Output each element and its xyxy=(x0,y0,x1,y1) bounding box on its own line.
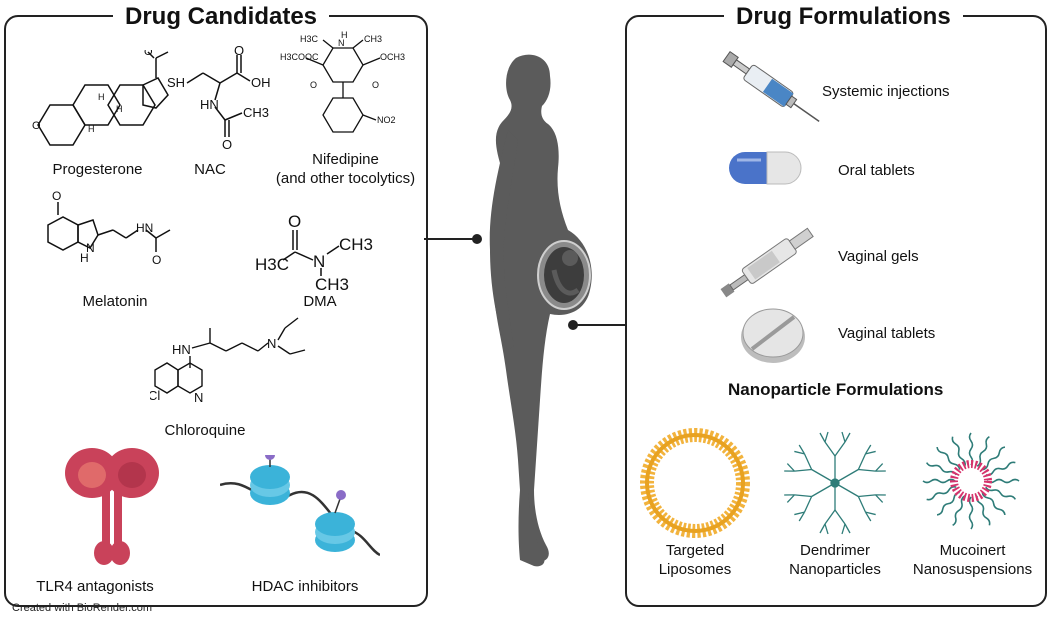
svg-text:CH3: CH3 xyxy=(315,275,349,290)
progesterone-structure: O O H H H xyxy=(28,50,173,150)
dma-structure: O H3C N CH3 CH3 xyxy=(255,210,375,290)
melatonin-structure: O HN H N O xyxy=(38,190,178,285)
svg-text:H: H xyxy=(80,251,89,265)
svg-text:N: N xyxy=(338,38,345,48)
svg-text:O: O xyxy=(288,212,301,231)
syringe-icon xyxy=(705,42,835,132)
svg-text:N: N xyxy=(86,241,95,255)
nifedipine-label: Nifedipine (and other tocolytics) xyxy=(275,151,416,187)
svg-text:CH3: CH3 xyxy=(364,34,382,44)
progesterone-label: Progesterone xyxy=(52,161,143,178)
svg-text:HN: HN xyxy=(172,342,191,357)
svg-text:Cl: Cl xyxy=(150,388,160,403)
svg-text:H: H xyxy=(98,92,105,102)
svg-text:O: O xyxy=(52,190,61,203)
liposome-icon xyxy=(640,428,750,538)
liposome-label: Targeted Liposomes xyxy=(658,542,732,578)
hdac-icon xyxy=(220,455,380,570)
nac-label: NAC xyxy=(194,161,226,178)
pregnant-woman-silhouette xyxy=(468,50,603,570)
oral-tablets-label: Oral tablets xyxy=(838,162,915,179)
systemic-injections-label: Systemic injections xyxy=(822,83,950,100)
dma-label: DMA xyxy=(303,293,337,310)
drug-candidates-title: Drug Candidates xyxy=(113,3,330,31)
biorender-credit: Created with BioRender.com xyxy=(12,602,153,614)
vaginal-gels-label: Vaginal gels xyxy=(838,248,919,265)
nanosuspension-icon xyxy=(915,425,1027,537)
tlr4-label: TLR4 antagonists xyxy=(36,578,154,595)
progesterone-o2-label: O xyxy=(144,50,153,58)
drug-candidates-panel xyxy=(4,15,428,607)
svg-text:O: O xyxy=(222,137,232,150)
dendrimer-label: Dendrimer Nanoparticles xyxy=(789,542,881,578)
svg-text:N: N xyxy=(267,336,276,351)
svg-text:N: N xyxy=(313,252,325,271)
svg-text:HN: HN xyxy=(136,221,153,235)
nifedipine-structure: H3C N H CH3 H3COOC OCH3 O O NO2 xyxy=(278,30,418,140)
nanosuspension-label: Mucoinert Nanosuspensions xyxy=(912,542,1033,578)
svg-text:H3C: H3C xyxy=(300,34,319,44)
svg-text:HN: HN xyxy=(200,97,219,112)
svg-text:CH3: CH3 xyxy=(339,235,373,254)
melatonin-label: Melatonin xyxy=(82,293,148,310)
dendrimer-icon xyxy=(780,428,890,538)
svg-text:H: H xyxy=(116,104,123,114)
nac-structure: SH O OH HN O CH3 xyxy=(165,45,275,150)
svg-text:H: H xyxy=(341,30,348,40)
svg-text:NO2: NO2 xyxy=(377,115,396,125)
vaginal-tablets-label: Vaginal tablets xyxy=(838,325,936,342)
tlr4-icon xyxy=(62,445,162,570)
svg-text:O: O xyxy=(234,45,244,58)
applicator-icon xyxy=(712,218,832,298)
nac-sh-label: SH xyxy=(167,75,185,90)
progesterone-o-label: O xyxy=(32,120,41,132)
svg-text:H: H xyxy=(88,124,95,134)
chloroquine-structure: HN N Cl N xyxy=(150,308,310,418)
svg-text:H3C: H3C xyxy=(255,255,289,274)
right-connector xyxy=(566,318,626,332)
left-connector xyxy=(424,232,484,246)
svg-text:H3COOC: H3COOC xyxy=(280,52,319,62)
svg-text:OCH3: OCH3 xyxy=(380,52,405,62)
nanoparticle-formulations-title: Nanoparticle Formulations xyxy=(728,380,944,399)
drug-formulations-title: Drug Formulations xyxy=(724,3,963,31)
tablet-icon xyxy=(738,305,808,365)
svg-text:O: O xyxy=(152,253,161,267)
svg-text:N: N xyxy=(194,390,203,405)
svg-text:CH3: CH3 xyxy=(243,105,269,120)
svg-text:O: O xyxy=(372,80,379,90)
svg-text:OH: OH xyxy=(251,75,271,90)
svg-text:O: O xyxy=(310,80,317,90)
capsule-icon xyxy=(725,148,805,188)
hdac-label: HDAC inhibitors xyxy=(251,578,359,595)
chloroquine-label: Chloroquine xyxy=(164,422,246,439)
